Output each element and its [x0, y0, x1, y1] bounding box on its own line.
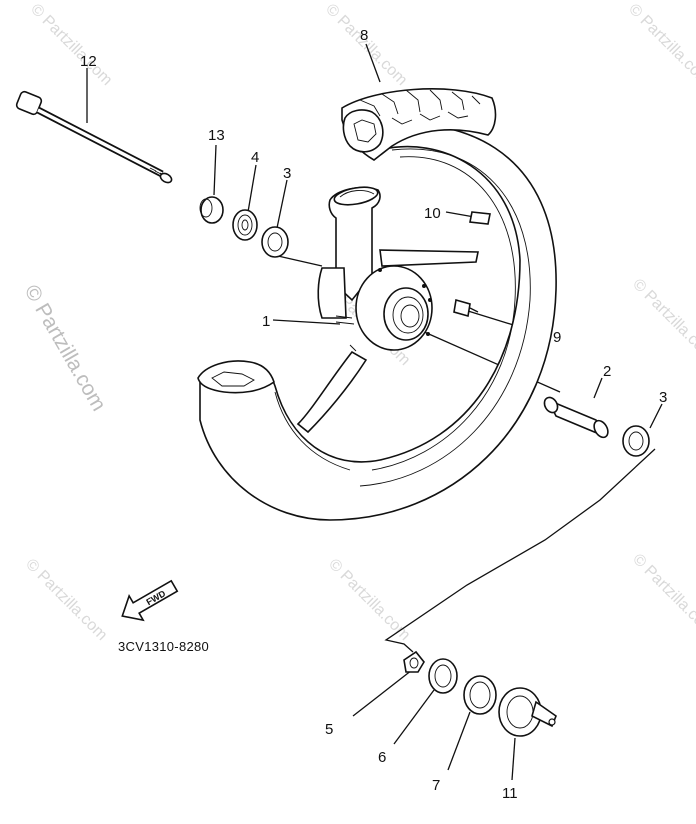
callout-1: 1: [262, 313, 270, 330]
valve-part-9: [453, 298, 479, 318]
oil-seal-part-7: [463, 675, 497, 715]
callout-13: 13: [208, 127, 225, 144]
drawing-code: 3CV1310-8280: [118, 639, 209, 654]
bearing-part-3-right: [622, 425, 650, 457]
bearing-part-4: [232, 209, 258, 241]
callout-5: 5: [325, 721, 333, 738]
callout-3-left: 3: [283, 165, 291, 182]
callout-7: 7: [432, 777, 440, 794]
watermark-text: © Partzilla.com: [27, 1, 115, 89]
watermark-text: © Partzilla.com: [629, 551, 696, 639]
gear-unit-part-11: [498, 687, 557, 737]
watermark-text: © Partzilla.com: [629, 276, 696, 364]
callout-9: 9: [553, 329, 561, 346]
tire-part-8: [341, 88, 497, 161]
axle-part-12: [15, 90, 173, 184]
callout-3-right: 3: [659, 389, 667, 406]
watermark-text: © Partzilla.com: [22, 556, 110, 644]
callout-11: 11: [502, 785, 518, 802]
forward-arrow-icon: FWD: [121, 579, 179, 622]
callout-10: 10: [424, 205, 441, 222]
leader-lines: [86, 43, 663, 781]
callout-8: 8: [360, 27, 368, 44]
oil-seal-part-6: [428, 658, 458, 694]
balance-weight-part-10: [469, 211, 491, 225]
bearing-part-3-left: [261, 226, 289, 258]
callout-6: 6: [378, 749, 386, 766]
spacer-part-13: [199, 196, 224, 224]
collar-part-2: [543, 396, 609, 439]
callout-12: 12: [80, 53, 97, 70]
callout-4: 4: [251, 149, 259, 166]
callout-2: 2: [603, 363, 611, 380]
watermark-text-large: © Partzilla.com: [20, 281, 111, 415]
wheel-part-1: [197, 88, 557, 521]
watermark-text: © Partzilla.com: [625, 1, 696, 89]
retainer-part-5: [403, 650, 425, 673]
callouts: 12 13 4 3 8 10 1 9 2 3 5 6 7 11: [80, 27, 667, 802]
